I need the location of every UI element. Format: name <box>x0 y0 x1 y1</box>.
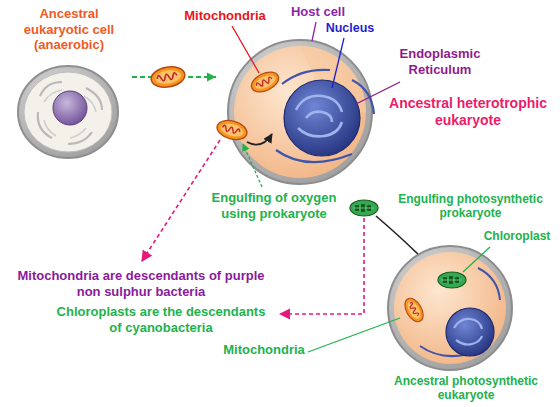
cell-name: Ancestral heterotrophic eukaryote <box>382 95 554 129</box>
anaerobic-cell <box>18 66 118 158</box>
cell-node: Ancestral eukaryotic cell (anaerobic) <box>8 6 130 166</box>
arrow-head <box>207 73 216 82</box>
host-cell <box>215 40 374 184</box>
part-label: Chloroplast <box>478 229 556 243</box>
cell-name: Ancestral photosynthetic eukaryote <box>376 374 556 403</box>
cell-name: Ancestral eukaryotic cell (anaerobic) <box>8 6 130 53</box>
part-label: Host cell <box>278 4 358 20</box>
part-label: Nucleus <box>318 21 382 36</box>
part-label: Mitochondria <box>222 342 306 358</box>
cell-node: Ancestral photosynthetic eukaryote <box>376 236 556 404</box>
part-label: Endoplasmic Reticulum <box>392 46 488 77</box>
part-label: Engulfing of oxygen using prokaryote <box>196 190 352 221</box>
leader-lines <box>232 22 490 352</box>
part-label: Chloroplasts are the descendants of cyan… <box>50 304 272 335</box>
free-mitochondrion <box>150 64 187 90</box>
part-label: Engulfing photosynthetic prokaryote <box>386 192 555 221</box>
part-label: Mitochondria are descendants of purple n… <box>16 268 266 299</box>
part-label: Mitochondria <box>180 8 270 24</box>
free-chloroplast <box>350 200 378 216</box>
photosynthetic-cell <box>388 246 512 370</box>
cell-node: Ancestral heterotrophic eukaryote <box>218 22 556 188</box>
